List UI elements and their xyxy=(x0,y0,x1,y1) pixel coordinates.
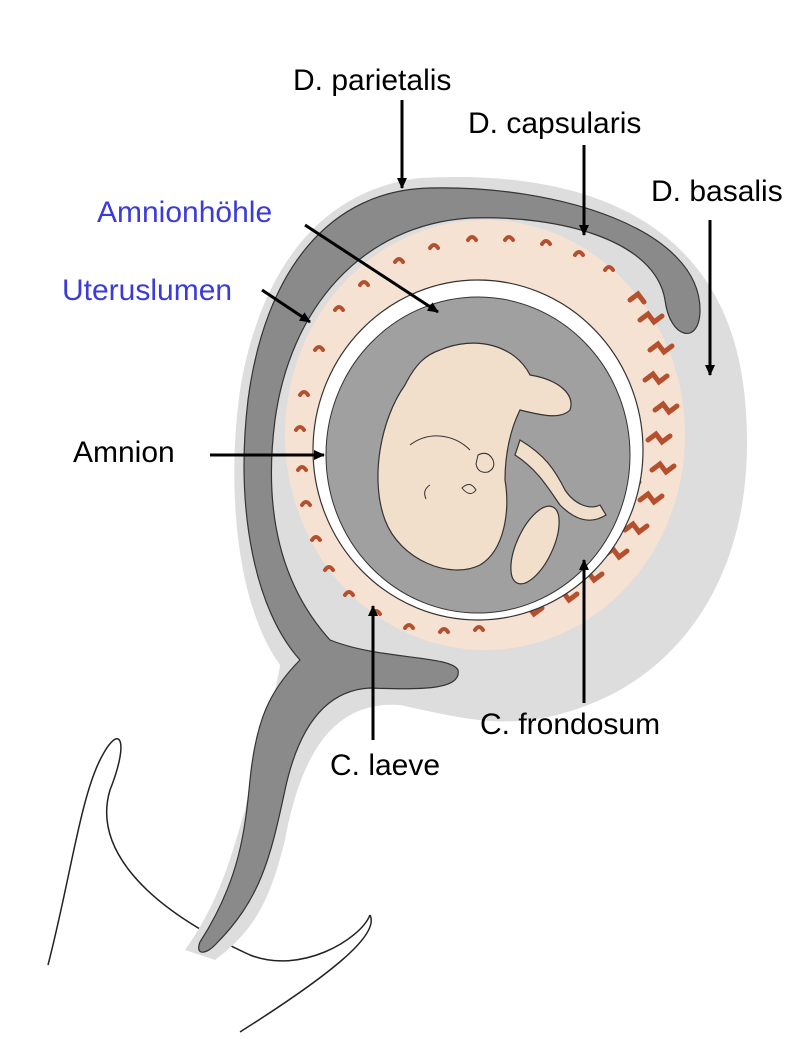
label-uteruslumen: Uteruslumen xyxy=(62,274,233,307)
arrow-amnionhoehle xyxy=(304,223,439,314)
label-d-parietalis: D. parietalis xyxy=(293,64,452,97)
chorion-laeve-villi xyxy=(294,235,615,634)
yolk-sac xyxy=(510,505,560,585)
embryo-ear xyxy=(424,484,431,500)
label-d-basalis: D. basalis xyxy=(651,175,783,208)
embryo xyxy=(377,342,572,571)
label-c-laeve: C. laeve xyxy=(330,749,441,782)
embryo-hand xyxy=(475,452,495,473)
label-amnion: Amnion xyxy=(73,436,175,469)
embryo-fold xyxy=(409,435,471,451)
uterine-lumen xyxy=(198,187,701,953)
embryo-eye xyxy=(461,484,477,494)
uterus-wall-outline xyxy=(47,737,372,1033)
label-d-capsularis: D. capsularis xyxy=(468,107,642,140)
umbilical-cord xyxy=(514,439,607,521)
label-c-frondosum: C. frondosum xyxy=(480,708,661,741)
arrow-uteruslumen xyxy=(261,288,311,324)
label-amnionhoehle: Amnionhöhle xyxy=(97,196,273,229)
